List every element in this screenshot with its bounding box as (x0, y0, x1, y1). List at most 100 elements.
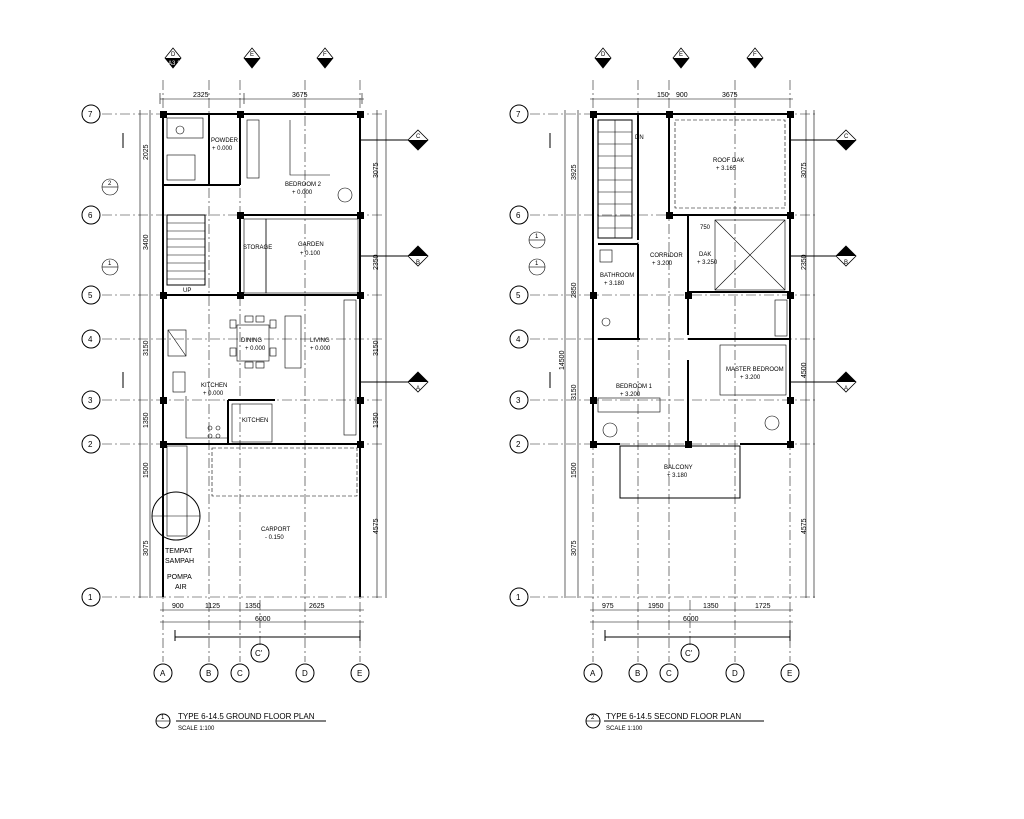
room-master-bedroom-level: + 3.200 (740, 375, 761, 381)
dim-bottom-1: 900 (172, 603, 184, 610)
svg-text:D: D (302, 669, 308, 678)
room-garden: GARDEN (298, 242, 324, 248)
ground-walls (162, 113, 361, 597)
room-balcony: BALCONY (664, 465, 693, 471)
svg-text:750: 750 (700, 225, 711, 231)
svg-text:A: A (590, 669, 596, 678)
room-corridor-level: + 3.200 (652, 261, 673, 267)
room-kitchen: KITCHEN (201, 383, 227, 389)
svg-text:5: 5 (88, 291, 93, 300)
svg-text:7: 7 (516, 110, 521, 119)
svg-text:975: 975 (602, 603, 614, 610)
second-grid-rows (530, 113, 815, 598)
svg-text:1: 1 (535, 234, 539, 240)
svg-text:E: E (250, 52, 254, 58)
room-living: LIVING (310, 338, 330, 344)
svg-text:1: 1 (161, 715, 165, 721)
second-dimensions (549, 98, 815, 641)
label-up: UP (183, 288, 191, 294)
svg-text:E: E (679, 52, 683, 58)
ground-title-block: 1 TYPE 6-14.5 GROUND FLOOR PLAN SCALE 1:… (155, 712, 326, 732)
second-title-block: 2 TYPE 6-14.5 SECOND FLOOR PLAN SCALE 1:… (585, 712, 764, 732)
svg-text:4575: 4575 (801, 518, 808, 534)
svg-text:E: E (357, 669, 362, 678)
svg-text:6: 6 (88, 211, 93, 220)
ground-plan-scale: SCALE 1:100 (178, 726, 215, 732)
svg-text:F: F (753, 52, 757, 58)
svg-text:1725: 1725 (755, 603, 771, 610)
svg-text:D: D (601, 52, 606, 58)
svg-text:2: 2 (516, 440, 521, 449)
storage-hatch (243, 218, 267, 294)
svg-text:1: 1 (108, 261, 112, 267)
dim-left-6: 3075 (143, 540, 150, 556)
ground-plan-title: TYPE 6-14.5 GROUND FLOOR PLAN (178, 712, 315, 721)
room-master-bedroom: MASTER BEDROOM (726, 367, 784, 373)
svg-text:1500: 1500 (571, 462, 578, 478)
drain-hatch (166, 445, 188, 537)
svg-text:6000: 6000 (683, 616, 699, 623)
svg-text:A: A (160, 669, 166, 678)
room-roof-dak: ROOF DAK (713, 158, 744, 164)
svg-text:2: 2 (591, 715, 595, 721)
svg-text:14500: 14500 (559, 350, 566, 370)
second-section-markers: D E F C B A 1 1 (528, 47, 857, 393)
label-pompa: POMPA (167, 574, 192, 581)
second-plan-title: TYPE 6-14.5 SECOND FLOOR PLAN (606, 712, 741, 721)
svg-text:1950: 1950 (648, 603, 664, 610)
svg-text:C: C (237, 669, 243, 678)
dim-right-2: 2350 (373, 254, 380, 270)
svg-text:B: B (844, 260, 848, 266)
svg-text:900: 900 (676, 92, 688, 99)
kitchen-hatch (231, 403, 273, 443)
svg-text:F: F (323, 52, 327, 58)
svg-text:5: 5 (516, 291, 521, 300)
second-room-labels: DN ROOF DAK + 3.165 CORRIDOR + 3.200 DAK… (600, 135, 784, 479)
svg-text:D: D (732, 669, 738, 678)
svg-text:3150: 3150 (571, 384, 578, 400)
second-col-bubbles: A B C C' D E (583, 643, 800, 683)
dim-total: 6000 (255, 616, 271, 623)
dim-left-2: 3400 (143, 234, 150, 250)
dim-right-1: 3075 (373, 162, 380, 178)
room-powder-level: + 0.000 (212, 146, 233, 152)
ground-room-labels: POWDER + 0.000 BEDROOM 2 + 0.000 GARDEN … (165, 138, 331, 591)
svg-text:C': C' (255, 649, 263, 658)
ground-col-bubbles: A B C C' D E (153, 643, 370, 683)
room-carport: CARPORT (261, 527, 291, 533)
svg-text:C: C (416, 134, 421, 140)
room-dak: DAK (699, 252, 711, 258)
dim-left-3: 3150 (143, 340, 150, 356)
room-bathroom-level: + 3.180 (604, 281, 625, 287)
svg-text:C: C (844, 134, 849, 140)
second-plan-scale: SCALE 1:100 (606, 726, 643, 732)
room-balcony-level: + 3.180 (667, 473, 688, 479)
room-kitchen2: KITCHEN (242, 418, 268, 424)
dim-right-4: 1350 (373, 412, 380, 428)
svg-text:1: 1 (88, 593, 93, 602)
room-kitchen-level: + 0.000 (203, 391, 224, 397)
room-garden-level: + 0.100 (300, 251, 321, 257)
svg-text:B: B (416, 260, 420, 266)
svg-text:4: 4 (516, 335, 521, 344)
second-columns (590, 111, 794, 448)
room-powder: POWDER (211, 138, 239, 144)
svg-text:3: 3 (516, 396, 521, 405)
svg-text:D: D (171, 52, 176, 58)
svg-text:3675: 3675 (722, 92, 738, 99)
room-bedroom1-level: + 3.200 (620, 392, 641, 398)
label-tempat: TEMPAT (165, 548, 193, 555)
svg-text:1: 1 (516, 593, 521, 602)
svg-text:1: 1 (535, 261, 539, 267)
svg-text:4500: 4500 (801, 362, 808, 378)
second-floor-plan: 150 900 3675 975 1950 1350 1725 6000 392… (509, 47, 857, 732)
label-sampah: SAMPAH (165, 558, 194, 565)
label-dn: DN (635, 135, 644, 141)
svg-text:2: 2 (108, 181, 112, 187)
ground-section-markers: D A3 104 E F C B A 2 1 (101, 47, 429, 393)
room-dining: DINING (241, 338, 262, 344)
room-bedroom2: BEDROOM 2 (285, 182, 322, 188)
dim-top-1: 2325 (193, 92, 209, 99)
ground-columns (160, 111, 364, 448)
